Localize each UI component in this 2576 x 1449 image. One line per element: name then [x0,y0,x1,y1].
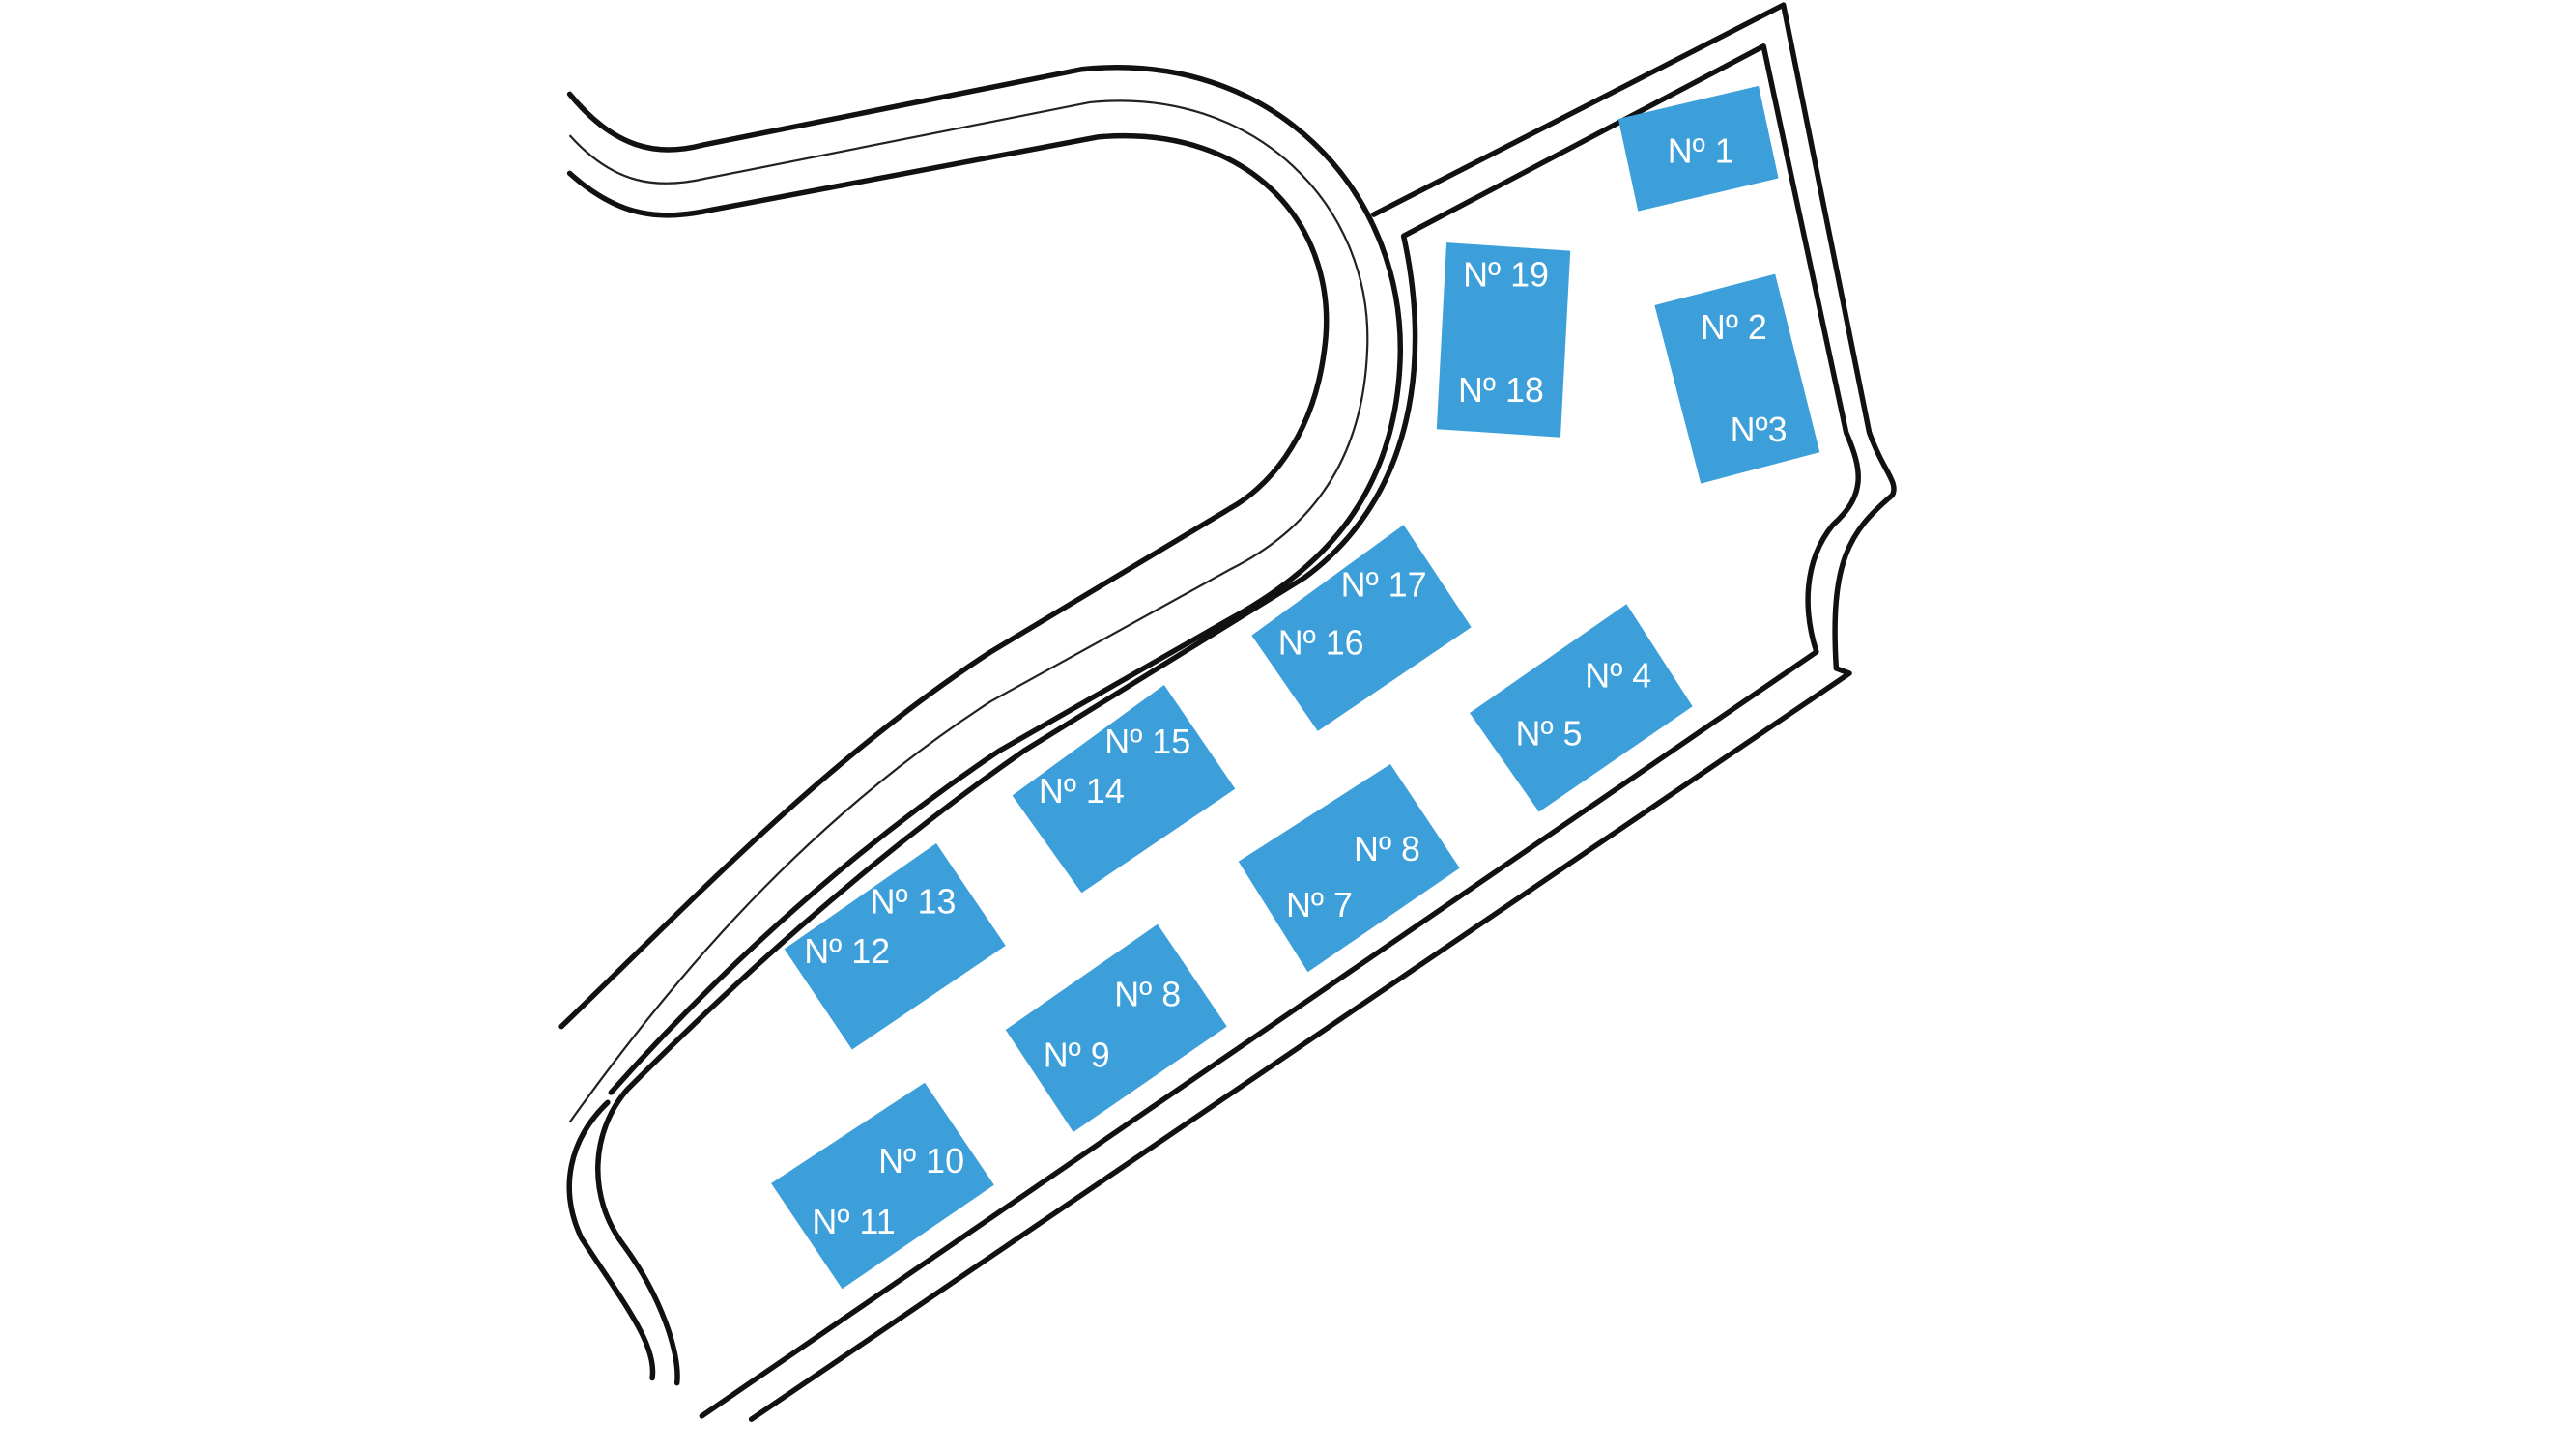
lot-label: Nº 1 [1668,131,1734,170]
road-inner-edge [558,132,1330,1030]
lot-label: Nº 8 [1114,975,1181,1013]
lot-label: Nº 2 [1701,308,1767,347]
boundary-inner-line [595,43,1861,1419]
lot-13-12[interactable]: Nº 13 Nº 12 [784,843,1006,1050]
lot-19-18[interactable]: Nº 19 Nº 18 [1436,242,1571,438]
lot-label: Nº 16 [1278,623,1364,662]
lot-1[interactable]: Nº 1 [1617,85,1779,212]
lot-label: Nº 13 [871,883,957,922]
lot-8-9[interactable]: Nº 8 Nº 9 [1005,923,1227,1132]
lot-label: Nº 9 [1044,1037,1110,1075]
lot-label: Nº 7 [1286,886,1353,924]
boundary-left-line [566,1099,656,1381]
lot-label: Nº 18 [1458,371,1544,410]
lot-4-5[interactable]: Nº 4 Nº 5 [1469,604,1693,812]
lot-15-14[interactable]: Nº 15 Nº 14 [1012,684,1236,894]
road-outer-edge [566,65,1403,1095]
lot-label: Nº 15 [1104,723,1190,761]
road [558,65,1403,1123]
lot-label: Nº 11 [812,1203,895,1241]
lot-label: Nº 19 [1463,256,1549,295]
road-center-line [568,99,1369,1123]
lots: Nº 1 Nº 19 Nº 18 Nº 2 Nº3 Nº 17 Nº 16 Nº… [771,85,1820,1290]
lot-label: Nº 12 [804,932,890,971]
lot-8-7[interactable]: Nº 8 Nº 7 [1238,764,1460,973]
lot-label: Nº 4 [1585,657,1651,696]
lot-label: Nº 5 [1516,714,1583,753]
lot-2-3[interactable]: Nº 2 Nº3 [1654,273,1820,484]
lot-10-11[interactable]: Nº 10 Nº 11 [771,1082,994,1290]
lot-label: Nº 14 [1039,772,1125,810]
lot-label: Nº 17 [1341,566,1427,605]
lot-label: Nº3 [1731,411,1788,449]
boundary-outer-line [748,2,1897,1422]
property-boundary [566,2,1897,1422]
lot-17-16[interactable]: Nº 17 Nº 16 [1251,525,1472,731]
lot-label: Nº 8 [1354,830,1420,868]
lot-label: Nº 10 [878,1142,964,1180]
